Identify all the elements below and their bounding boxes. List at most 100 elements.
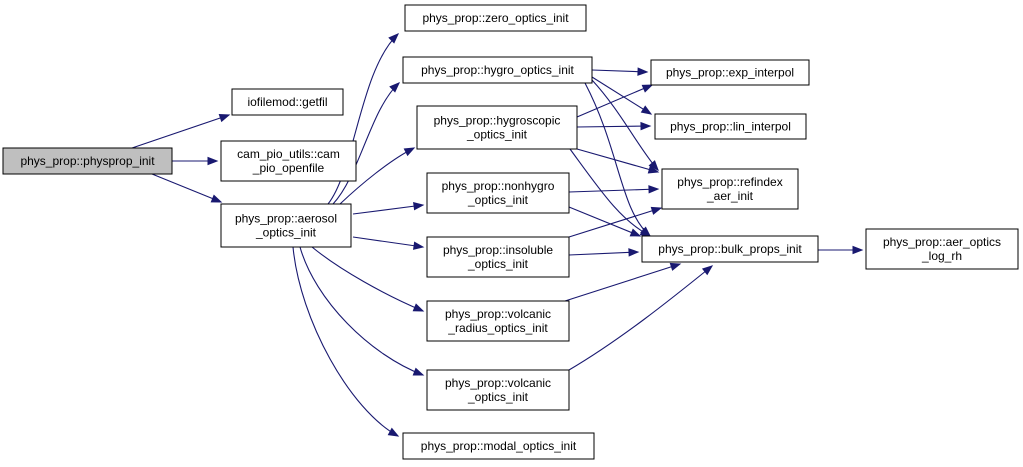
node-volcanic-optics-init[interactable]: phys_prop::volcanic_optics_init xyxy=(426,369,570,411)
edge-hygro_optics_init-to-bulk_props_init xyxy=(584,82,652,237)
edge-hygro_optics_init-to-lin_interpol xyxy=(591,76,653,115)
node-cam-pio-openfile[interactable]: cam_pio_utils::cam_pio_openfile xyxy=(220,140,357,182)
arrowhead xyxy=(650,206,663,215)
arrowhead xyxy=(403,147,416,157)
node-box xyxy=(661,168,799,210)
edge-aerosol_optics_init-to-volcanic_radius_optics_init xyxy=(311,246,425,312)
arrowhead xyxy=(641,84,654,93)
node-refindex-aer-init[interactable]: phys_prop::refindex_aer_init xyxy=(661,168,799,210)
edge-aerosol_optics_init-to-modal_optics_init xyxy=(292,246,400,437)
node-physprop-init[interactable]: phys_prop::physprop_init xyxy=(2,147,173,175)
nodes-layer: phys_prop::physprop_init iofilemod::getfi… xyxy=(2,4,1019,460)
node-nonhygro-optics-init[interactable]: phys_prop::nonhygro_optics_init xyxy=(426,172,570,214)
arrowhead xyxy=(629,228,642,237)
node-lin-interpol[interactable]: phys_prop::lin_interpol xyxy=(654,113,807,140)
edge-hygroscopic_optics_init-to-bulk_props_init xyxy=(569,148,652,237)
node-label: phys_prop::aerosol xyxy=(235,212,337,226)
node-zero-optics-init[interactable]: phys_prop::zero_optics_init xyxy=(404,4,587,32)
node-label: _optics_init xyxy=(467,193,529,207)
edge-physprop_init-to-getfil xyxy=(131,114,231,149)
node-box xyxy=(416,105,578,150)
arrowhead xyxy=(637,67,649,76)
node-label: phys_prop::modal_optics_init xyxy=(421,439,577,453)
node-label: phys_prop::insoluble xyxy=(443,243,553,257)
edge-hygro_optics_init-to-exp_interpol xyxy=(591,67,649,76)
edge-aerosol_optics_init-to-volcanic_optics_init xyxy=(299,246,425,376)
arrowhead xyxy=(387,427,400,437)
edge-insoluble_optics_init-to-bulk_props_init xyxy=(568,248,640,257)
node-hygro-optics-init[interactable]: phys_prop::hygro_optics_init xyxy=(402,56,593,84)
edge-aerosol_optics_init-to-insoluble_optics_init xyxy=(352,236,425,250)
edge-hygroscopic_optics_init-to-exp_interpol xyxy=(576,84,654,118)
node-box xyxy=(220,203,352,248)
node-hygroscopic-optics-init[interactable]: phys_prop::hygroscopic_optics_init xyxy=(416,105,578,150)
node-modal-optics-init[interactable]: phys_prop::modal_optics_init xyxy=(402,432,595,460)
node-volcanic-radius-optics-init[interactable]: phys_prop::volcanic_radius_optics_init xyxy=(426,300,570,342)
node-label: _radius_optics_init xyxy=(447,321,548,335)
edge-physprop_init-to-aerosol_optics_init xyxy=(151,173,223,203)
node-label: phys_prop::nonhygro xyxy=(442,179,555,193)
node-label: phys_prop::aer_optics xyxy=(883,235,1001,249)
node-box xyxy=(402,56,593,84)
node-box xyxy=(654,113,807,140)
node-bulk-props-init[interactable]: phys_prop::bulk_props_init xyxy=(641,235,819,263)
arrowhead xyxy=(210,194,223,203)
arrowhead xyxy=(413,202,425,211)
node-label: phys_prop::refindex xyxy=(677,175,782,189)
edge-physprop_init-to-cam_pio_openfile xyxy=(170,156,219,166)
node-box xyxy=(404,4,587,32)
node-box xyxy=(402,432,595,460)
arrowhead xyxy=(389,82,400,93)
arrowhead xyxy=(412,241,425,250)
edge-insoluble_optics_init-to-refindex_aer_init xyxy=(568,206,663,238)
edge-bulk_props_init-to-aer_optics_log_rh xyxy=(818,245,864,255)
edge-aerosol_optics_init-to-zero_optics_init xyxy=(327,33,399,205)
arrowhead xyxy=(207,156,219,166)
edge-nonhygro_optics_init-to-refindex_aer_init xyxy=(568,185,660,194)
node-box xyxy=(220,140,357,182)
edge-aerosol_optics_init-to-hygro_optics_init xyxy=(332,82,400,205)
node-label: phys_prop::hygro_optics_init xyxy=(421,63,574,77)
node-label: phys_prop::bulk_props_init xyxy=(658,242,802,256)
node-label: _optics_init xyxy=(255,226,317,240)
node-label: _pio_openfile xyxy=(252,161,325,175)
node-label: _optics_init xyxy=(466,128,528,142)
node-box xyxy=(641,235,819,263)
arrowhead xyxy=(701,265,714,276)
node-label: phys_prop::hygroscopic xyxy=(434,114,561,128)
node-insoluble-optics-init[interactable]: phys_prop::insoluble_optics_init xyxy=(426,236,570,278)
arrowhead xyxy=(628,248,640,257)
node-getfil[interactable]: iofilemod::getfil xyxy=(231,88,344,116)
node-label: phys_prop::physprop_init xyxy=(20,154,155,168)
node-label: _optics_init xyxy=(467,257,529,271)
edge-volcanic_optics_init-to-bulk_props_init xyxy=(568,265,714,371)
node-box xyxy=(426,300,570,342)
arrowhead xyxy=(669,262,682,271)
node-label: _optics_init xyxy=(467,390,529,404)
node-label: iofilemod::getfil xyxy=(247,95,327,109)
node-box xyxy=(231,88,344,116)
edges-layer xyxy=(131,33,864,437)
node-aerosol-optics-init[interactable]: phys_prop::aerosol_optics_init xyxy=(220,203,352,248)
arrowhead xyxy=(648,185,660,194)
node-label: phys_prop::zero_optics_init xyxy=(422,11,569,25)
node-label: _log_rh xyxy=(921,249,962,263)
node-exp-interpol[interactable]: phys_prop::exp_interpol xyxy=(650,59,810,86)
edge-volcanic_radius_optics_init-to-bulk_props_init xyxy=(564,262,682,302)
arrowhead xyxy=(412,303,425,312)
arrowhead xyxy=(639,227,652,237)
node-box xyxy=(2,147,173,175)
node-label: _aer_init xyxy=(706,189,754,203)
edge-hygro_optics_init-to-refindex_aer_init xyxy=(591,79,659,172)
node-box xyxy=(426,369,570,411)
arrowhead xyxy=(412,367,425,376)
edge-hygroscopic_optics_init-to-refindex_aer_init xyxy=(576,148,660,174)
edge-nonhygro_optics_init-to-bulk_props_init xyxy=(568,206,642,237)
edge-aerosol_optics_init-to-hygroscopic_optics_init xyxy=(339,147,416,205)
arrowhead xyxy=(218,114,231,123)
node-box xyxy=(650,59,810,86)
arrowhead xyxy=(640,121,652,131)
node-label: phys_prop::lin_interpol xyxy=(670,120,791,134)
edge-hygroscopic_optics_init-to-lin_interpol xyxy=(576,121,652,131)
node-aer-optics-log-rh[interactable]: phys_prop::aer_optics_log_rh xyxy=(865,228,1019,270)
